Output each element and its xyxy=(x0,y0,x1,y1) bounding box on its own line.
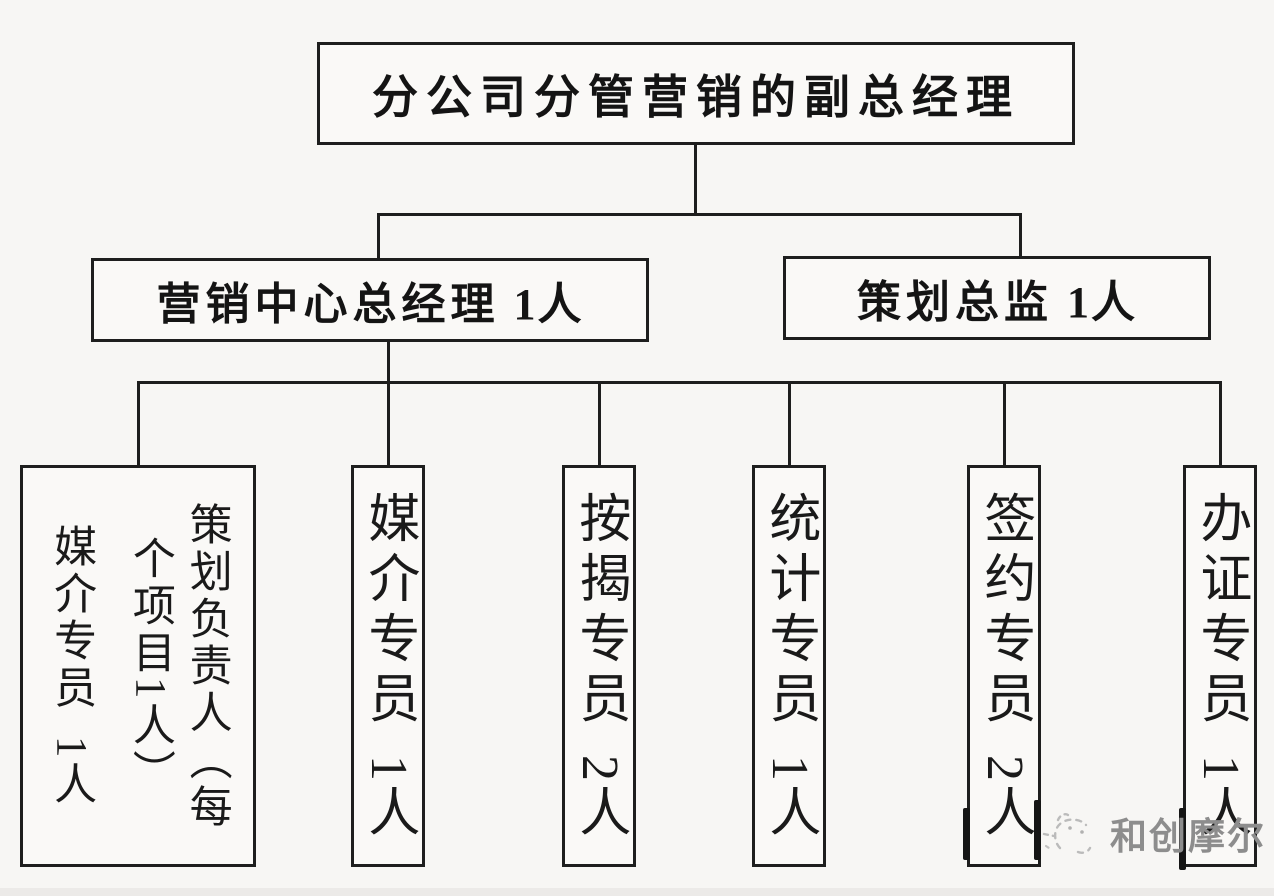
root-title: 分公司分管营销的副总经理 xyxy=(372,71,1020,123)
connector-level3-rail xyxy=(137,381,1222,384)
watermark-sketch-logo-icon xyxy=(1042,813,1092,854)
watermark: 和创摩尔 xyxy=(1040,800,1266,866)
mortgage-specialist-count: 2人 xyxy=(570,755,628,841)
connector-drop-leaf6 xyxy=(1219,381,1222,465)
connector-level2-rail xyxy=(377,213,1022,216)
planning-director-label: 策划总监 xyxy=(857,278,1053,327)
node-statistics-specialist: 统计专员 1人 xyxy=(752,465,826,867)
media-specialist-label: 媒介专员 xyxy=(359,491,417,731)
signing-specialist-text: 签约专员 2人 xyxy=(974,478,1034,854)
ink-smudge xyxy=(963,808,970,860)
node-media-specialist: 媒介专员 1人 xyxy=(351,465,425,867)
node-planning-director: 策划总监 1人 xyxy=(783,256,1211,340)
node-deputy-general-manager: 分公司分管营销的副总经理 xyxy=(317,42,1075,145)
mortgage-specialist-text: 按揭专员 2人 xyxy=(569,478,629,854)
statistics-specialist-text: 统计专员 1人 xyxy=(759,478,819,854)
connector-root-stem xyxy=(694,145,697,215)
statistics-specialist-count: 1人 xyxy=(760,755,818,841)
connector-drop-leaf1 xyxy=(137,381,140,465)
marketing-gm-label: 营销中心总经理 xyxy=(156,280,500,329)
planning-director-count: 1人 xyxy=(1067,278,1137,327)
media-in-box1-count: 1人 xyxy=(47,735,95,809)
media-in-box1-label: 媒介专员1人 xyxy=(47,523,95,809)
ink-smudge xyxy=(1179,808,1186,870)
media-specialist-count: 1人 xyxy=(359,755,417,841)
marketing-gm-count: 1人 xyxy=(513,280,584,329)
node-signing-specialist: 签约专员 2人 xyxy=(967,465,1041,867)
signing-specialist-label: 签约专员 xyxy=(975,491,1033,731)
media-specialist-text: 媒介专员 1人 xyxy=(358,478,418,854)
node-planning-lead-and-media: 策划负责人（每个项目1人） 媒介专员1人 xyxy=(20,465,256,867)
node-mortgage-specialist: 按揭专员 2人 xyxy=(562,465,636,867)
node-certificate-specialist: 办证专员 1人 xyxy=(1183,465,1257,867)
connector-drop-planning-director xyxy=(1019,213,1022,259)
connector-marketing-gm-stem xyxy=(387,340,390,465)
connector-drop-marketing-gm xyxy=(377,213,380,261)
certificate-specialist-count: 1人 xyxy=(1191,755,1249,841)
node-marketing-center-gm: 营销中心总经理 1人 xyxy=(91,258,649,342)
certificate-specialist-label: 办证专员 xyxy=(1191,491,1249,731)
statistics-specialist-label: 统计专员 xyxy=(760,491,818,731)
connector-drop-leaf5 xyxy=(1003,381,1006,465)
signing-specialist-count: 2人 xyxy=(975,755,1033,841)
certificate-specialist-text: 办证专员 1人 xyxy=(1190,478,1250,854)
planning-lead-vertical-text: 策划负责人（每个项目1人） 媒介专员1人 xyxy=(42,491,234,841)
ink-smudge xyxy=(1034,800,1041,860)
watermark-text: 和创摩尔 xyxy=(1110,816,1266,857)
connector-drop-leaf4 xyxy=(788,381,791,465)
connector-drop-leaf3 xyxy=(598,381,601,465)
bottom-edge-band xyxy=(0,888,1274,896)
mortgage-specialist-label: 按揭专员 xyxy=(570,491,628,731)
planning-lead-label: 策划负责人（每个项目1人） xyxy=(126,501,231,831)
